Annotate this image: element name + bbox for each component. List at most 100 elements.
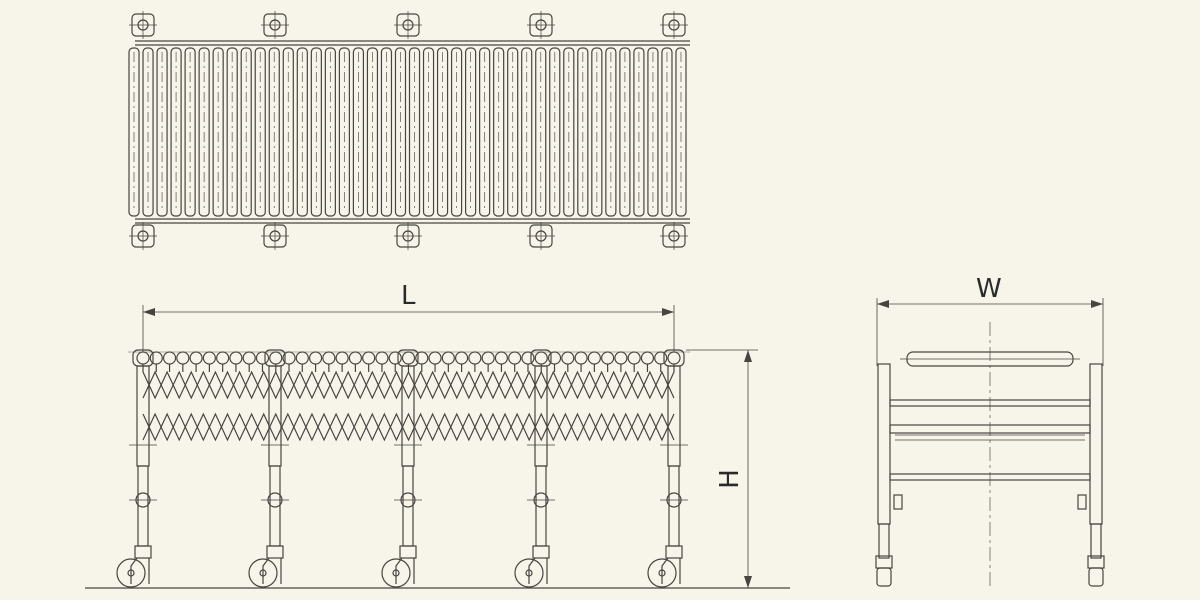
caster-wheel [248,558,278,588]
end-view-post [877,363,891,525]
end-view-post-lower [1090,523,1102,559]
height-dimension-label: H [714,469,745,489]
roller-end [601,351,615,365]
caster-axle [259,569,267,577]
roller [268,47,280,217]
roller [661,47,673,217]
roller-end [189,351,203,365]
roller-end [375,351,389,365]
roller-end [348,351,362,365]
roller [479,47,491,217]
caster-mount [266,545,284,559]
roller-end [202,351,216,365]
caster-axle [392,569,400,577]
width-arrow-left [877,300,889,308]
roller [619,47,631,217]
end-view-cross-member [889,399,1091,407]
caster-wheel [647,558,677,588]
caster-fork [661,557,681,584]
caster-mount [399,545,417,559]
caster-axle [127,569,135,577]
roller [507,47,519,217]
scissor-frame-lower [142,412,675,442]
roller-end [574,351,588,365]
roller-end [654,351,668,365]
end-view [875,322,1105,587]
roller [422,47,435,217]
roller [493,47,505,217]
roller-end [362,351,376,365]
roller-end [494,351,509,365]
roller [282,47,294,217]
roller [633,47,645,217]
caster-wheel [514,558,544,588]
roller-end [428,351,442,365]
end-view-caster-wheel [1088,567,1104,587]
roller [296,47,308,217]
roller [338,47,350,217]
width-arrow-right [1091,300,1103,308]
roller-end [561,351,575,365]
roller-end [216,351,230,365]
roller [128,47,140,217]
roller [352,47,365,217]
roller [591,47,603,217]
roller [605,47,617,217]
roller [563,47,575,217]
caster-axle [658,569,666,577]
roller-end [242,351,256,365]
roller-end [401,351,416,365]
roller [366,47,379,217]
caster-mount [532,545,550,559]
caster-axle [525,569,533,577]
dimension-lines [142,298,1104,588]
roller [675,47,687,217]
roller [521,47,533,217]
end-view-lock-knob [1077,494,1087,510]
top-view [128,11,690,250]
side-view [85,349,790,589]
caster-fork [395,557,415,584]
end-view-caster-wheel [876,567,892,587]
caster-wheel [381,558,411,588]
caster-fork [262,557,282,584]
roller [254,47,266,217]
roller-end [176,351,190,365]
roller-end [508,351,522,365]
roller [226,47,238,217]
roller [436,47,449,217]
roller [324,47,336,217]
scissor-frame-upper [142,370,675,400]
roller-end [388,351,402,365]
caster-wheel [116,558,146,588]
roller [394,47,407,217]
roller-end [534,351,548,365]
roller [577,47,589,217]
caster-mount [665,545,683,559]
roller-end [455,351,469,365]
roller-end [136,351,150,365]
roller-end [255,351,270,365]
roller [240,47,252,217]
length-arrow-left [143,308,155,316]
end-view-lock-knob [893,494,903,510]
end-view-post [1089,363,1103,525]
roller-end [162,351,177,365]
roller-end [640,351,655,365]
scissor-frame-upper-cross [142,370,675,400]
roller [212,47,224,217]
roller [450,47,463,217]
roller [647,47,659,217]
roller-end [481,351,495,365]
roller-end [667,351,681,365]
roller-end [322,351,336,365]
roller-end [308,351,323,365]
roller-end [149,351,163,365]
roller-end [587,351,601,365]
end-view-cross-member [889,424,1091,434]
roller [170,47,182,217]
roller [380,47,393,217]
caster-fork [528,557,548,584]
